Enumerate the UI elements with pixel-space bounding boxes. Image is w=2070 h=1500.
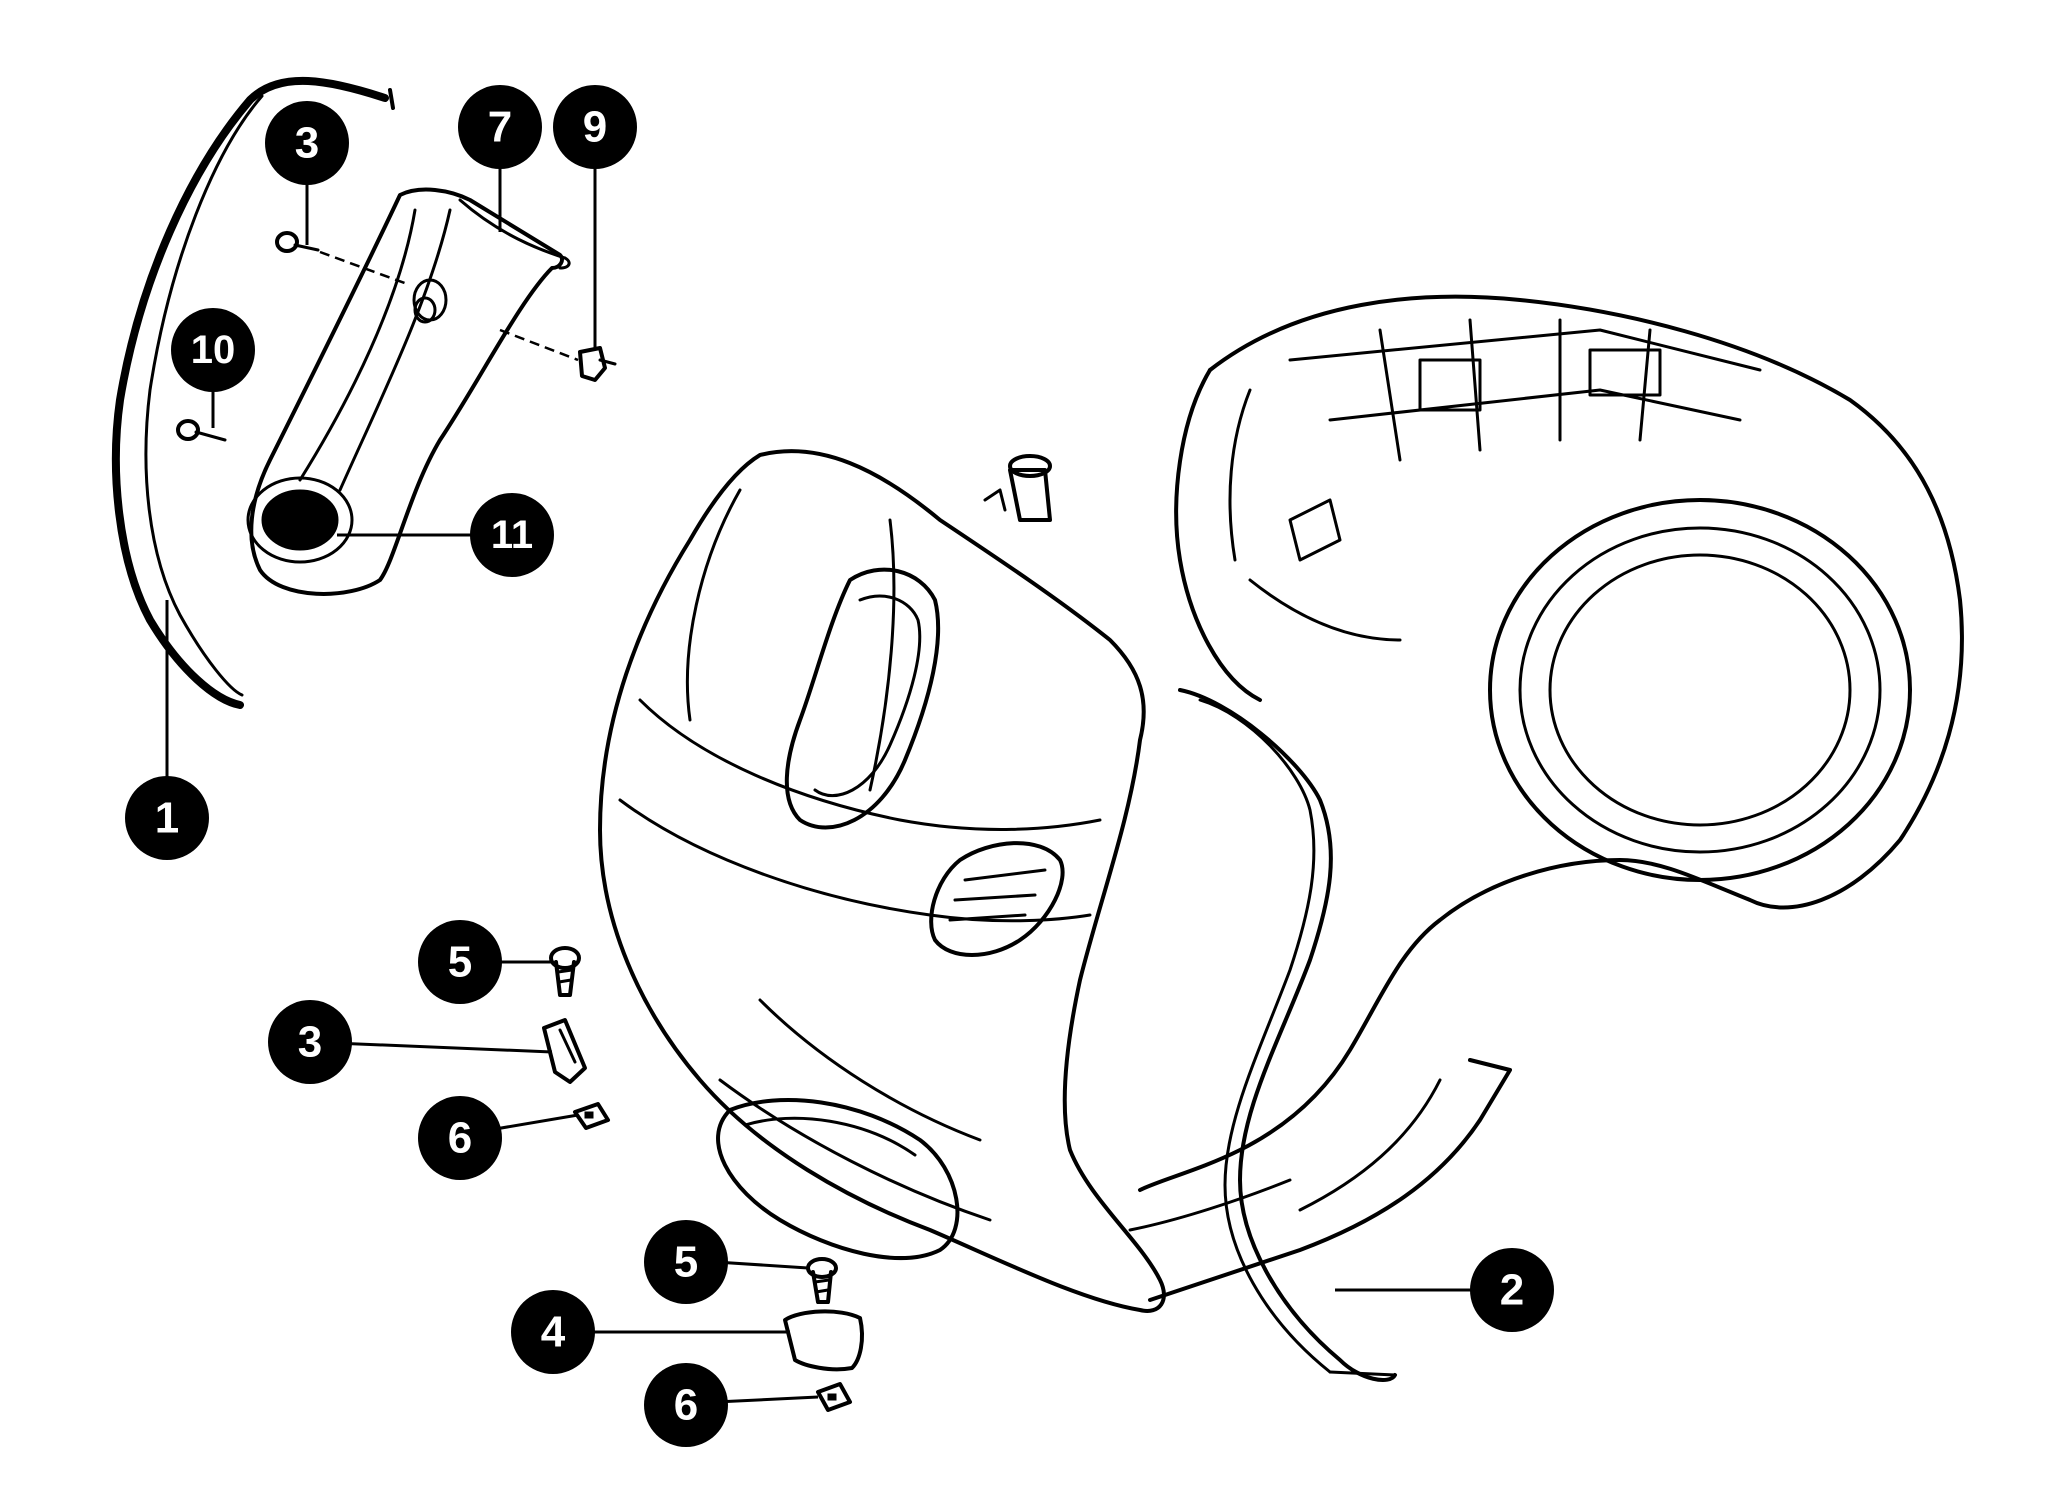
- callout-1: 1: [125, 776, 209, 860]
- part-6-upper-nut: [573, 1102, 610, 1130]
- part-rear-fairing: [1128, 294, 1964, 1302]
- part-2-seal-strip: [1178, 688, 1397, 1382]
- svg-text:4: 4: [541, 1308, 566, 1357]
- svg-text:3: 3: [298, 1018, 322, 1067]
- part-1-trim-strip: [111, 76, 395, 709]
- part-6-lower-nut: [816, 1382, 852, 1412]
- callout-7: 7: [458, 85, 542, 169]
- part-4-small-cover: [783, 1309, 864, 1372]
- svg-text:2: 2: [1500, 1266, 1524, 1315]
- callout-9: 9: [553, 85, 637, 169]
- svg-text:3: 3: [295, 119, 319, 168]
- callout-6-upper: 6: [418, 1096, 502, 1180]
- part-9-clip: [499, 328, 617, 382]
- svg-text:5: 5: [448, 938, 472, 987]
- svg-text:5: 5: [674, 1238, 698, 1287]
- callout-11: 11: [470, 493, 554, 577]
- callout-2: 2: [1470, 1248, 1554, 1332]
- svg-text:11: 11: [491, 513, 533, 557]
- svg-text:6: 6: [674, 1381, 698, 1430]
- svg-text:1: 1: [155, 794, 179, 843]
- callout-6-lower: 6: [644, 1363, 728, 1447]
- callout-10: 10: [171, 308, 255, 392]
- callout-3-mid: 3: [268, 1000, 352, 1084]
- part-2-front-shield: [598, 449, 1166, 1313]
- part-10-screw: [176, 419, 227, 442]
- part-5-upper-screw: [549, 946, 581, 997]
- svg-text:6: 6: [448, 1114, 472, 1163]
- callout-5-upper: 5: [418, 920, 502, 1004]
- svg-text:10: 10: [191, 328, 236, 372]
- part-11-cover-assembly: [246, 187, 571, 596]
- leader-lines: [165, 150, 1512, 1404]
- callout-4: 4: [511, 1290, 595, 1374]
- callout-3-top: 3: [265, 101, 349, 185]
- part-3-mid-clip: [542, 1018, 587, 1084]
- part-5-lower-screw: [806, 1257, 838, 1304]
- svg-text:9: 9: [583, 103, 607, 152]
- callout-5-lower: 5: [644, 1220, 728, 1304]
- part-11-round-element: [261, 489, 339, 551]
- part-3-top-fastener: [275, 231, 411, 287]
- svg-text:7: 7: [488, 103, 512, 152]
